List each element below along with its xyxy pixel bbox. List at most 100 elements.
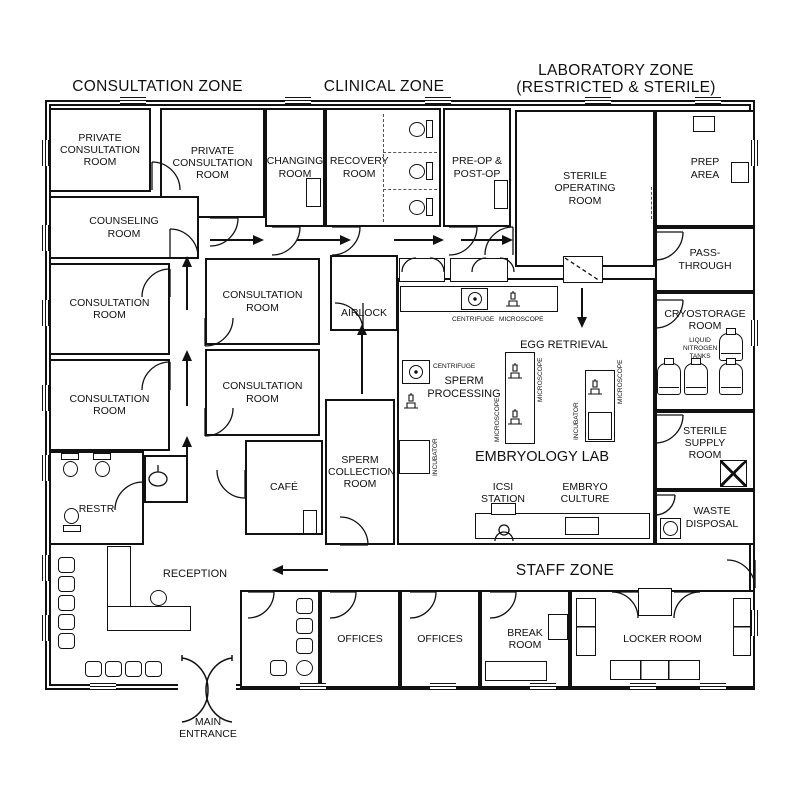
curtain xyxy=(383,189,437,190)
icsi-operator-icon xyxy=(494,524,514,542)
door-arc xyxy=(204,317,234,347)
sperm-processing-label: SPERM PROCESSING xyxy=(427,375,501,400)
flow-arrow-up xyxy=(181,256,192,310)
sterile-supply-crate xyxy=(720,460,747,487)
room-label: PASS-THROUGH xyxy=(678,247,732,272)
room-sperm-collection: SPERM COLLECTION ROOM xyxy=(325,399,395,545)
centrifuge-label: CENTRIFUGE xyxy=(433,363,476,370)
embryology-lab-label: EMBRYOLOGY LAB xyxy=(474,449,610,465)
waiting-chair xyxy=(85,661,102,677)
window-marker xyxy=(700,683,726,690)
curtain xyxy=(383,152,437,153)
centrifuge-icon xyxy=(402,360,430,384)
waiting-chair xyxy=(58,633,75,649)
room-label: WASTE DISPOSAL xyxy=(685,505,739,530)
door-arc xyxy=(204,407,234,437)
microscope-icon xyxy=(508,409,522,425)
room-counseling: COUNSELING ROOM xyxy=(49,196,199,259)
curtain-track xyxy=(383,114,384,222)
prep-sink xyxy=(693,116,715,132)
door-arc xyxy=(409,591,437,619)
room-label: STERILE SUPPLY ROOM xyxy=(683,425,727,462)
flow-arrow-down xyxy=(576,288,587,328)
zone-label-staff: STAFF ZONE xyxy=(515,562,615,579)
zone-label-laboratory: LABORATORY ZONE xyxy=(538,62,694,79)
room-label: CONSULTATION ROOM xyxy=(69,392,150,417)
door-arc xyxy=(489,591,517,619)
waiting-chair xyxy=(58,595,75,611)
door-arc xyxy=(151,161,181,191)
room-label: CONSULTATION ROOM xyxy=(222,289,303,314)
window-marker xyxy=(42,385,49,411)
sink-icon xyxy=(148,465,168,487)
egg-retrieval-workstation xyxy=(505,352,535,444)
flow-arrow-right xyxy=(210,234,264,245)
lounge-chair xyxy=(296,618,313,634)
door-arc xyxy=(499,257,515,273)
waste-bin-icon xyxy=(660,518,681,539)
lounge-chair xyxy=(296,638,313,654)
lounge-chair xyxy=(296,598,313,614)
room-label: CONSULTATION ROOM xyxy=(222,380,303,405)
room-label: STERILE OPERATING ROOM xyxy=(554,170,616,207)
toilet-icon xyxy=(60,453,80,479)
room-offices-1: OFFICES xyxy=(320,590,400,688)
window-marker xyxy=(285,97,311,104)
door-arc xyxy=(484,226,514,256)
door-arc xyxy=(334,302,364,332)
door-arc xyxy=(654,231,684,261)
lockers xyxy=(733,598,751,656)
waiting-chair xyxy=(105,661,122,677)
flow-arrow-right xyxy=(461,234,513,245)
window-marker xyxy=(530,683,556,690)
door-arc xyxy=(448,226,478,256)
window-marker xyxy=(42,300,49,326)
break-room-counter xyxy=(485,661,547,681)
door-arc xyxy=(114,481,144,511)
room-label: PRIVATE CONSULTATION ROOM xyxy=(172,144,253,182)
liquid-nitrogen-tank-icon xyxy=(719,328,743,361)
lounge-chair xyxy=(270,660,287,676)
door-arc xyxy=(271,226,301,256)
hatch-diagonal xyxy=(564,257,601,282)
locker-bench xyxy=(610,660,700,680)
microscope-icon xyxy=(506,291,520,307)
room-label: OFFICES xyxy=(417,632,463,645)
flow-arrow-right xyxy=(394,234,444,245)
window-marker xyxy=(695,97,721,104)
liquid-nitrogen-tank-icon xyxy=(719,358,743,395)
break-room-fridge xyxy=(548,614,568,640)
room-waste-disposal: WASTE DISPOSAL xyxy=(655,490,755,545)
liquid-nitrogen-tanks-label: LIQUID NITROGEN TANKS xyxy=(683,337,718,360)
door-arc xyxy=(339,516,369,546)
door-arc xyxy=(401,257,417,273)
room-label: BREAK ROOM xyxy=(507,626,543,651)
window-marker xyxy=(751,140,758,166)
room-label: CONSULTATION ROOM xyxy=(69,296,150,321)
room-sterile-operating: STERILE OPERATING ROOM xyxy=(515,110,655,267)
window-marker xyxy=(751,610,758,636)
room-label: RESTR xyxy=(78,502,115,515)
embryo-culture-unit xyxy=(565,517,599,535)
flow-arrow-up xyxy=(181,350,192,406)
door-arc xyxy=(726,559,756,589)
room-label: PREP AREA xyxy=(690,156,720,181)
door-arc xyxy=(429,257,445,273)
window-marker xyxy=(630,683,656,690)
window-marker xyxy=(300,683,326,690)
flow-arrow-left xyxy=(272,564,328,575)
main-entrance-doors xyxy=(181,655,233,723)
door-arc xyxy=(654,494,676,516)
room-private-consultation-1: PRIVATE CONSULTATION ROOM xyxy=(49,108,151,192)
door-arc xyxy=(611,591,639,619)
room-consultation-3: CONSULTATION ROOM xyxy=(205,258,320,345)
changing-locker xyxy=(306,178,321,207)
zone-label-clinical: CLINICAL ZONE xyxy=(323,78,445,95)
waiting-chair xyxy=(58,576,75,592)
room-label: RECOVERY ROOM xyxy=(329,155,389,180)
room-consultation-4: CONSULTATION ROOM xyxy=(205,349,320,436)
door-arc xyxy=(141,361,171,391)
door-arc xyxy=(654,299,684,329)
